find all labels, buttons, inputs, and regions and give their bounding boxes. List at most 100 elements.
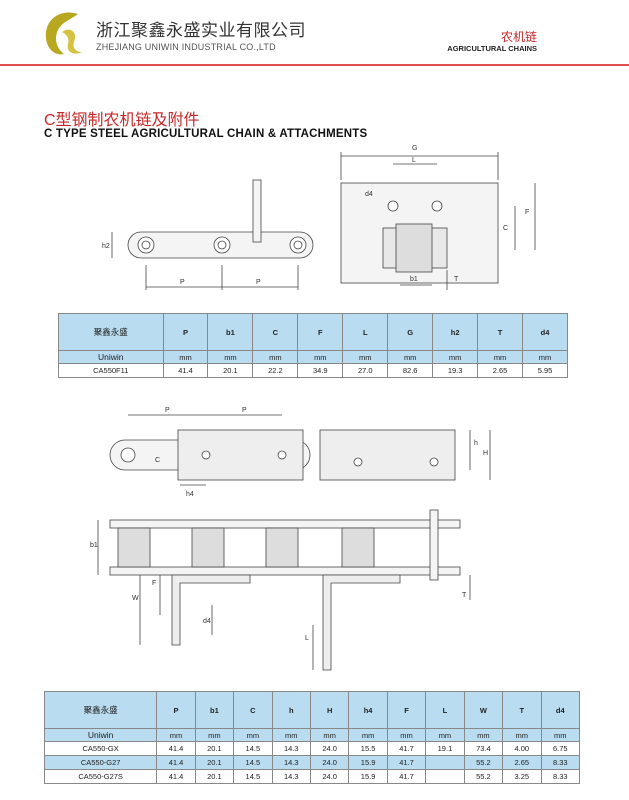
table-cell: 14.3 bbox=[271, 741, 311, 756]
table-cell: 15.9 bbox=[348, 755, 388, 770]
table-cell: mm bbox=[502, 728, 542, 742]
table-cell: 20.1 bbox=[194, 755, 235, 770]
table-cell: 41.4 bbox=[156, 755, 196, 770]
table-cell: 20.1 bbox=[194, 769, 235, 784]
table-cell: 14.3 bbox=[271, 769, 311, 784]
table-cell: 聚鑫永盛 bbox=[58, 313, 164, 351]
table-cell: mm bbox=[425, 728, 465, 742]
table-cell: 41.4 bbox=[156, 769, 196, 784]
dimension-label: b1 bbox=[410, 276, 418, 283]
company-logo bbox=[45, 12, 82, 55]
dimension-label: d4 bbox=[203, 618, 211, 625]
dimension-label: P bbox=[242, 407, 247, 414]
dimension-label: P bbox=[180, 279, 185, 286]
company-name-cn: 浙江聚鑫永盛实业有限公司 bbox=[96, 21, 306, 40]
table-cell: 22.2 bbox=[252, 363, 299, 378]
dimension-label: C bbox=[155, 457, 160, 464]
table-cell: H bbox=[309, 691, 350, 729]
table-cell: 73.4 bbox=[463, 741, 504, 756]
table-cell: L bbox=[342, 313, 389, 351]
table-cell: T bbox=[502, 691, 542, 729]
table-cell: 24.0 bbox=[309, 769, 350, 784]
table-cell: mm bbox=[162, 350, 209, 364]
dimension-label: L bbox=[412, 157, 416, 164]
table-cell: mm bbox=[233, 728, 273, 742]
table-cell: Uniwin bbox=[58, 350, 164, 364]
table-cell: T bbox=[477, 313, 524, 351]
table-cell: 19.1 bbox=[425, 741, 465, 756]
dimension-label: C bbox=[503, 225, 508, 232]
table-cell: 聚鑫永盛 bbox=[43, 691, 158, 729]
dimension-label: W bbox=[132, 595, 139, 602]
table-cell: mm bbox=[342, 350, 389, 364]
table-cell: 55.2 bbox=[463, 769, 504, 784]
table-cell: 41.7 bbox=[386, 741, 427, 756]
table-cell: 6.75 bbox=[540, 741, 580, 756]
dimension-label: b1 bbox=[90, 542, 98, 549]
table-cell: d4 bbox=[540, 691, 580, 729]
table-cell: C bbox=[252, 313, 299, 351]
dimension-label: F bbox=[152, 580, 156, 587]
table-cell: 20.1 bbox=[194, 741, 235, 756]
company-name-en: ZHEJIANG UNIWIN INDUSTRIAL CO.,LTD bbox=[96, 42, 276, 52]
dimension-label: T bbox=[462, 592, 467, 599]
table-cell: 14.5 bbox=[233, 769, 273, 784]
table-cell: 82.6 bbox=[387, 363, 434, 378]
table-cell: 15.9 bbox=[348, 769, 388, 784]
table-cell: 4.00 bbox=[502, 741, 542, 756]
table-cell: 41.4 bbox=[162, 363, 209, 378]
table-cell: mm bbox=[297, 350, 344, 364]
model-cell: CA550-G27 bbox=[43, 755, 158, 770]
table-cell: 3.25 bbox=[502, 769, 542, 784]
dimension-label: T bbox=[454, 276, 459, 283]
drawing-f11-attachment: P P h2 G L d4 C F b1 T bbox=[102, 145, 536, 290]
table-cell bbox=[425, 755, 465, 770]
dimension-label: P bbox=[256, 279, 261, 286]
table-cell: h4 bbox=[348, 691, 388, 729]
table-cell: 24.0 bbox=[309, 741, 350, 756]
dimension-label: d4 bbox=[365, 191, 373, 198]
table-cell: b1 bbox=[207, 313, 254, 351]
table-cell: 27.0 bbox=[342, 363, 389, 378]
table-cell: h2 bbox=[432, 313, 479, 351]
drawing-g-attachment-section: b1 F W d4 L T bbox=[90, 509, 471, 671]
table-cell: 34.9 bbox=[297, 363, 344, 378]
dimension-label: F bbox=[525, 209, 529, 216]
table-cell: d4 bbox=[522, 313, 568, 351]
table-cell: mm bbox=[271, 728, 311, 742]
table-cell: P bbox=[162, 313, 209, 351]
table-cell: mm bbox=[194, 728, 235, 742]
table-cell: 41.7 bbox=[386, 769, 427, 784]
table-cell: CA550F11 bbox=[58, 363, 164, 378]
table-cell: mm bbox=[156, 728, 196, 742]
table-cell: P bbox=[156, 691, 196, 729]
table-cell: 8.33 bbox=[540, 769, 580, 784]
table-cell: mm bbox=[348, 728, 388, 742]
table-cell: 19.3 bbox=[432, 363, 479, 378]
section-title-cn: C型钢制农机链及附件 bbox=[44, 112, 200, 129]
table-cell: h bbox=[271, 691, 311, 729]
table-cell: mm bbox=[432, 350, 479, 364]
table-cell: mm bbox=[309, 728, 350, 742]
table-cell: C bbox=[233, 691, 273, 729]
table-cell: mm bbox=[387, 350, 434, 364]
table-cell: mm bbox=[207, 350, 254, 364]
table-cell: L bbox=[425, 691, 465, 729]
table-cell: 5.95 bbox=[522, 363, 568, 378]
table-cell: 20.1 bbox=[207, 363, 254, 378]
table-cell bbox=[425, 769, 465, 784]
dimension-label: P bbox=[165, 407, 170, 414]
dimension-label: h4 bbox=[186, 491, 194, 498]
table-cell: W bbox=[463, 691, 504, 729]
table-cell: 14.5 bbox=[233, 755, 273, 770]
table-cell: Uniwin bbox=[43, 728, 158, 742]
table-cell: F bbox=[297, 313, 344, 351]
table-cell: 14.3 bbox=[271, 755, 311, 770]
dimension-label: h bbox=[474, 440, 478, 447]
table-cell: 24.0 bbox=[309, 755, 350, 770]
table-cell: mm bbox=[540, 728, 580, 742]
